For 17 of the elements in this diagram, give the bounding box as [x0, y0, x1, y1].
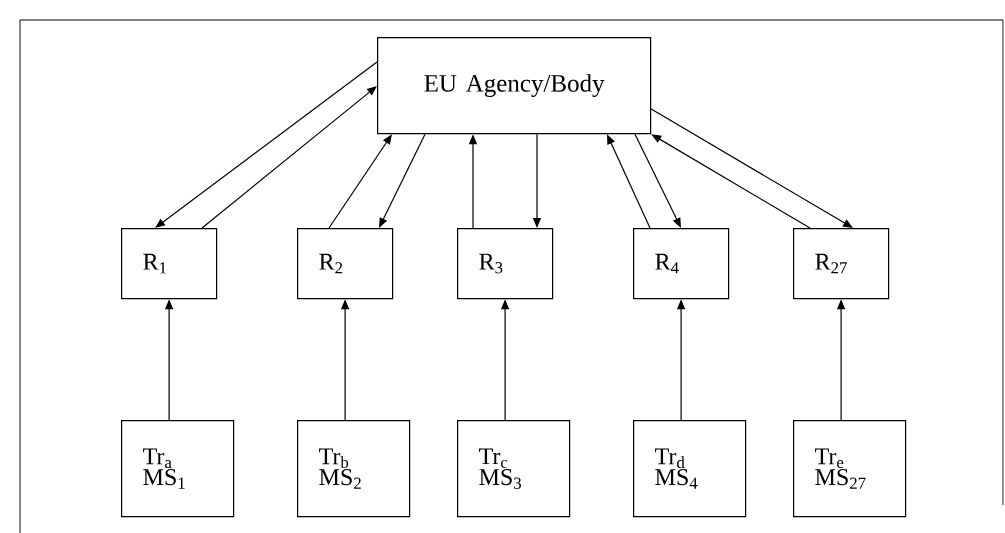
- member-state-box: Tr$_{b}$ MS$_{2}$: [297, 420, 411, 518]
- arrow: [650, 108, 853, 228]
- member-state-box: Tr$_{d}$ MS$_{4}$: [633, 420, 747, 518]
- arrow: [201, 86, 377, 229]
- representative-box: R$_{2}$: [297, 228, 394, 300]
- arrow: [155, 61, 378, 228]
- member-state-box: Tr$_{c}$ MS$_{3}$: [457, 420, 571, 518]
- arrow: [634, 133, 681, 228]
- member-state-box: Tr$_{e}$ MS$_{27}$: [793, 420, 907, 518]
- representative-box: R$_{27}$: [793, 228, 890, 300]
- representative-box: R$_{1}$: [121, 228, 218, 300]
- member-state-box: Tr$_{a}$ MS$_{1}$: [121, 420, 235, 518]
- representative-box: R$_{3}$: [457, 228, 554, 300]
- agency-box: EU Agency/Body: [377, 37, 652, 135]
- representative-box: R$_{4}$: [633, 228, 730, 300]
- arrow: [328, 134, 392, 229]
- arrow: [379, 133, 426, 228]
